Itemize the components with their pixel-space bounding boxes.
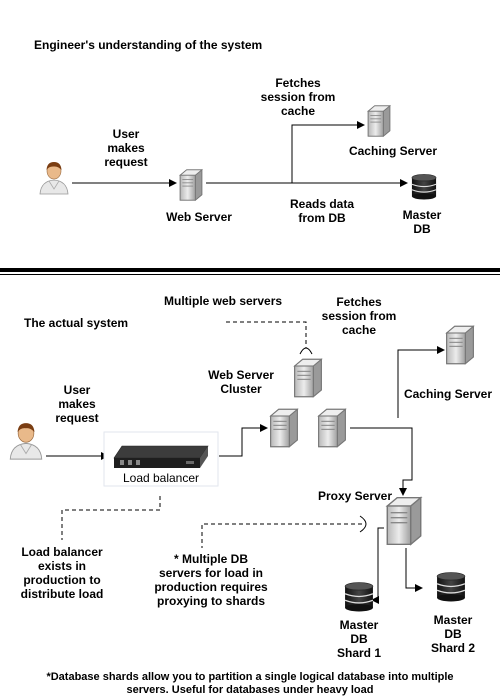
callout-bracket	[299, 347, 313, 355]
multiple-web-servers-callout	[226, 321, 307, 348]
top-reads-label: Reads data from DB	[289, 197, 355, 225]
top-master-db-icon	[411, 174, 437, 200]
db-note-callout	[201, 523, 362, 548]
arrow-lb-to-cluster	[219, 424, 268, 457]
arrow-proxy-to-shard2	[405, 548, 423, 592]
db-note-bracket	[359, 515, 367, 533]
cluster-server-top-icon	[294, 358, 322, 398]
section-divider-thick	[0, 268, 500, 272]
proxy-server-icon	[386, 496, 422, 546]
bottom-caching-server-icon	[445, 325, 475, 365]
cluster-server-right-icon	[318, 408, 346, 448]
shard1-label: Master DB Shard 1	[336, 618, 381, 660]
top-caching-server-label: Caching Server	[348, 144, 438, 158]
top-web-server-icon	[179, 169, 203, 201]
load-balancer-icon	[103, 431, 219, 487]
top-caching-server-icon	[367, 105, 391, 137]
arrow-cluster-to-cache	[397, 346, 445, 418]
top-user-icon	[39, 161, 69, 195]
arrow-proxy-to-shard1	[371, 527, 384, 604]
bottom-user-label: User makes request	[55, 383, 99, 425]
bottom-fetches-label: Fetches session from cache	[321, 295, 397, 337]
multiple-web-servers-label: Multiple web servers	[164, 294, 283, 308]
bottom-user-icon	[9, 422, 43, 460]
top-fetches-label: Fetches session from cache	[260, 76, 336, 118]
top-title: Engineer's understanding of the system	[34, 38, 263, 52]
top-master-db-label: Master DB	[402, 208, 442, 236]
cluster-server-left-icon	[270, 408, 298, 448]
proxy-server-label: Proxy Server	[317, 489, 393, 503]
shard2-label: Master DB Shard 2	[430, 613, 475, 655]
section-divider-thin	[0, 274, 500, 275]
lb-note-callout	[61, 496, 161, 540]
bottom-caching-server-label: Caching Server	[403, 387, 493, 401]
master-db-shard1-icon	[344, 581, 374, 613]
top-arrow-to-cache	[291, 121, 365, 183]
top-web-server-label: Web Server	[166, 210, 232, 224]
top-user-label: User makes request	[104, 127, 148, 169]
db-note: * Multiple DB servers for load in produc…	[154, 552, 268, 608]
footnote: *Database shards allow you to partition …	[46, 671, 454, 696]
arrow-cluster-to-proxy	[350, 427, 413, 496]
cluster-label: Web Server Cluster	[208, 368, 274, 396]
bottom-title: The actual system	[24, 316, 129, 330]
master-db-shard2-icon	[436, 571, 466, 603]
lb-note: Load balancer exists in production to di…	[20, 545, 104, 601]
load-balancer-label: Load balancer	[122, 471, 200, 485]
